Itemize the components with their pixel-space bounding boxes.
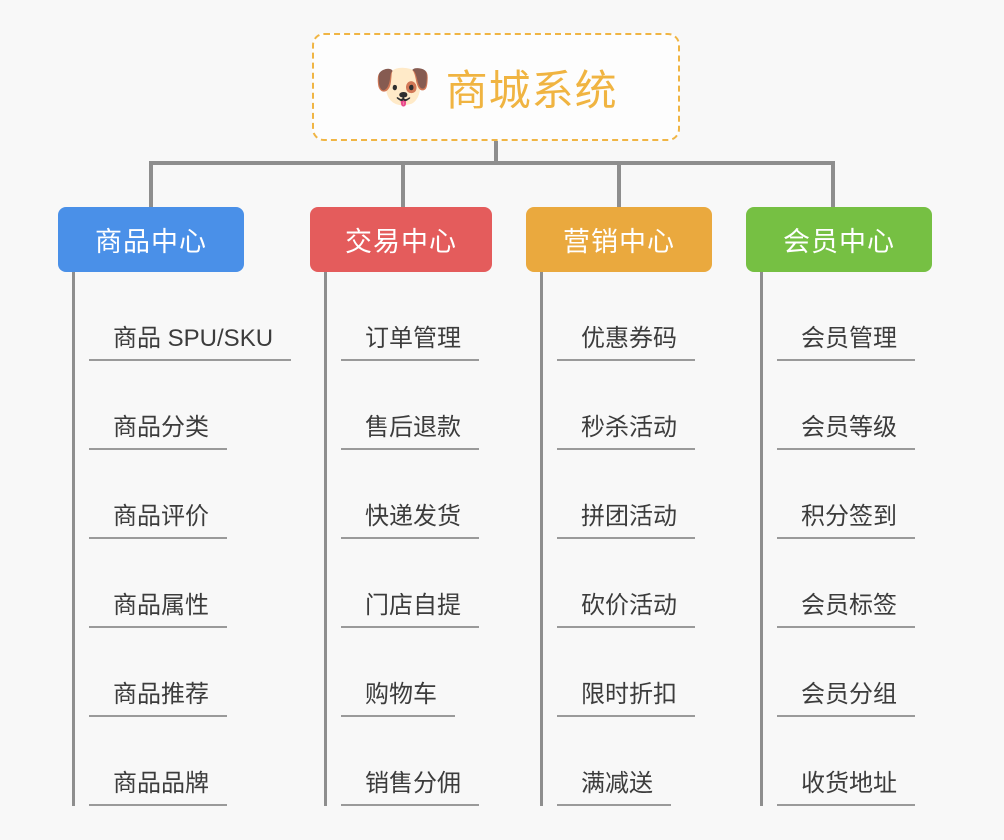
- leaf-item[interactable]: 商品分类: [75, 361, 244, 450]
- leaf-item-label: 商品评价: [89, 503, 227, 539]
- connector-drop-2: [401, 161, 405, 207]
- connector-drop-1: [149, 161, 153, 207]
- leaf-item[interactable]: 门店自提: [327, 539, 492, 628]
- leaf-item-label: 商品 SPU/SKU: [89, 325, 292, 361]
- leaf-item-label: 会员管理: [777, 325, 915, 361]
- leaf-item-label: 商品品牌: [89, 770, 227, 806]
- leaf-list: 会员管理会员等级积分签到会员标签会员分组收货地址: [760, 272, 932, 806]
- leaf-item[interactable]: 优惠券码: [543, 272, 712, 361]
- leaf-item[interactable]: 会员标签: [763, 539, 932, 628]
- category-header-label: 商品中心: [95, 227, 207, 257]
- leaf-item[interactable]: 砍价活动: [543, 539, 712, 628]
- leaf-item-label: 秒杀活动: [557, 414, 695, 450]
- leaf-item[interactable]: 购物车: [327, 628, 492, 717]
- leaf-item[interactable]: 销售分佣: [327, 717, 492, 806]
- leaf-item[interactable]: 商品评价: [75, 450, 244, 539]
- category-header-1[interactable]: 商品中心: [58, 207, 244, 272]
- leaf-item-label: 订单管理: [341, 325, 479, 361]
- leaf-list: 商品 SPU/SKU 商品分类商品评价商品属性商品推荐商品品牌: [72, 272, 292, 806]
- leaf-item[interactable]: 收货地址: [763, 717, 932, 806]
- leaf-item[interactable]: 商品品牌: [75, 717, 244, 806]
- leaf-item-label: 满减送: [557, 770, 671, 806]
- category-header-label: 会员中心: [783, 227, 895, 257]
- leaf-item-label: 优惠券码: [557, 325, 695, 361]
- leaf-item[interactable]: 售后退款: [327, 361, 492, 450]
- leaf-item[interactable]: 订单管理: [327, 272, 492, 361]
- connector-root-stem: [494, 141, 498, 163]
- leaf-item[interactable]: 会员分组: [763, 628, 932, 717]
- leaf-item-label: 会员分组: [777, 681, 915, 717]
- category-column-1: 商品中心商品 SPU/SKU 商品分类商品评价商品属性商品推荐商品品牌: [58, 207, 292, 806]
- leaf-item[interactable]: 快递发货: [327, 450, 492, 539]
- leaf-list: 优惠券码秒杀活动拼团活动砍价活动限时折扣满减送: [540, 272, 712, 806]
- leaf-item-label: 门店自提: [341, 592, 479, 628]
- leaf-item[interactable]: 商品 SPU/SKU: [75, 272, 292, 361]
- leaf-item-label: 售后退款: [341, 414, 479, 450]
- leaf-item[interactable]: 商品属性: [75, 539, 244, 628]
- leaf-item[interactable]: 积分签到: [763, 450, 932, 539]
- leaf-item-label: 拼团活动: [557, 503, 695, 539]
- leaf-item-label: 商品推荐: [89, 681, 227, 717]
- leaf-item-label: 销售分佣: [341, 770, 479, 806]
- leaf-item[interactable]: 会员等级: [763, 361, 932, 450]
- category-header-4[interactable]: 会员中心: [746, 207, 932, 272]
- leaf-item-label: 收货地址: [777, 770, 915, 806]
- shiba-dog-face-icon: 🐶: [374, 60, 432, 112]
- leaf-item[interactable]: 商品推荐: [75, 628, 244, 717]
- category-header-3[interactable]: 营销中心: [526, 207, 712, 272]
- root-node[interactable]: 🐶 商城系统: [312, 33, 680, 141]
- connector-drop-4: [831, 161, 835, 207]
- leaf-item-label: 砍价活动: [557, 592, 695, 628]
- category-header-label: 交易中心: [345, 227, 457, 257]
- category-column-3: 营销中心优惠券码秒杀活动拼团活动砍价活动限时折扣满减送: [526, 207, 712, 806]
- leaf-item[interactable]: 秒杀活动: [543, 361, 712, 450]
- connector-horizontal-bus: [149, 161, 832, 165]
- leaf-item[interactable]: 会员管理: [763, 272, 932, 361]
- leaf-item-label: 积分签到: [777, 503, 915, 539]
- leaf-item-label: 会员标签: [777, 592, 915, 628]
- connector-drop-3: [617, 161, 621, 207]
- leaf-item-label: 商品分类: [89, 414, 227, 450]
- category-header-2[interactable]: 交易中心: [310, 207, 492, 272]
- leaf-item-label: 购物车: [341, 681, 455, 717]
- leaf-item[interactable]: 限时折扣: [543, 628, 712, 717]
- leaf-item[interactable]: 拼团活动: [543, 450, 712, 539]
- category-header-label: 营销中心: [563, 227, 675, 257]
- leaf-list: 订单管理售后退款快递发货门店自提购物车销售分佣: [324, 272, 492, 806]
- leaf-item-label: 会员等级: [777, 414, 915, 450]
- root-title: 商城系统: [445, 66, 618, 114]
- leaf-item[interactable]: 满减送: [543, 717, 712, 806]
- leaf-item-label: 商品属性: [89, 592, 227, 628]
- leaf-item-label: 限时折扣: [557, 681, 695, 717]
- category-column-4: 会员中心会员管理会员等级积分签到会员标签会员分组收货地址: [746, 207, 932, 806]
- leaf-item-label: 快递发货: [341, 503, 479, 539]
- category-column-2: 交易中心订单管理售后退款快递发货门店自提购物车销售分佣: [310, 207, 492, 806]
